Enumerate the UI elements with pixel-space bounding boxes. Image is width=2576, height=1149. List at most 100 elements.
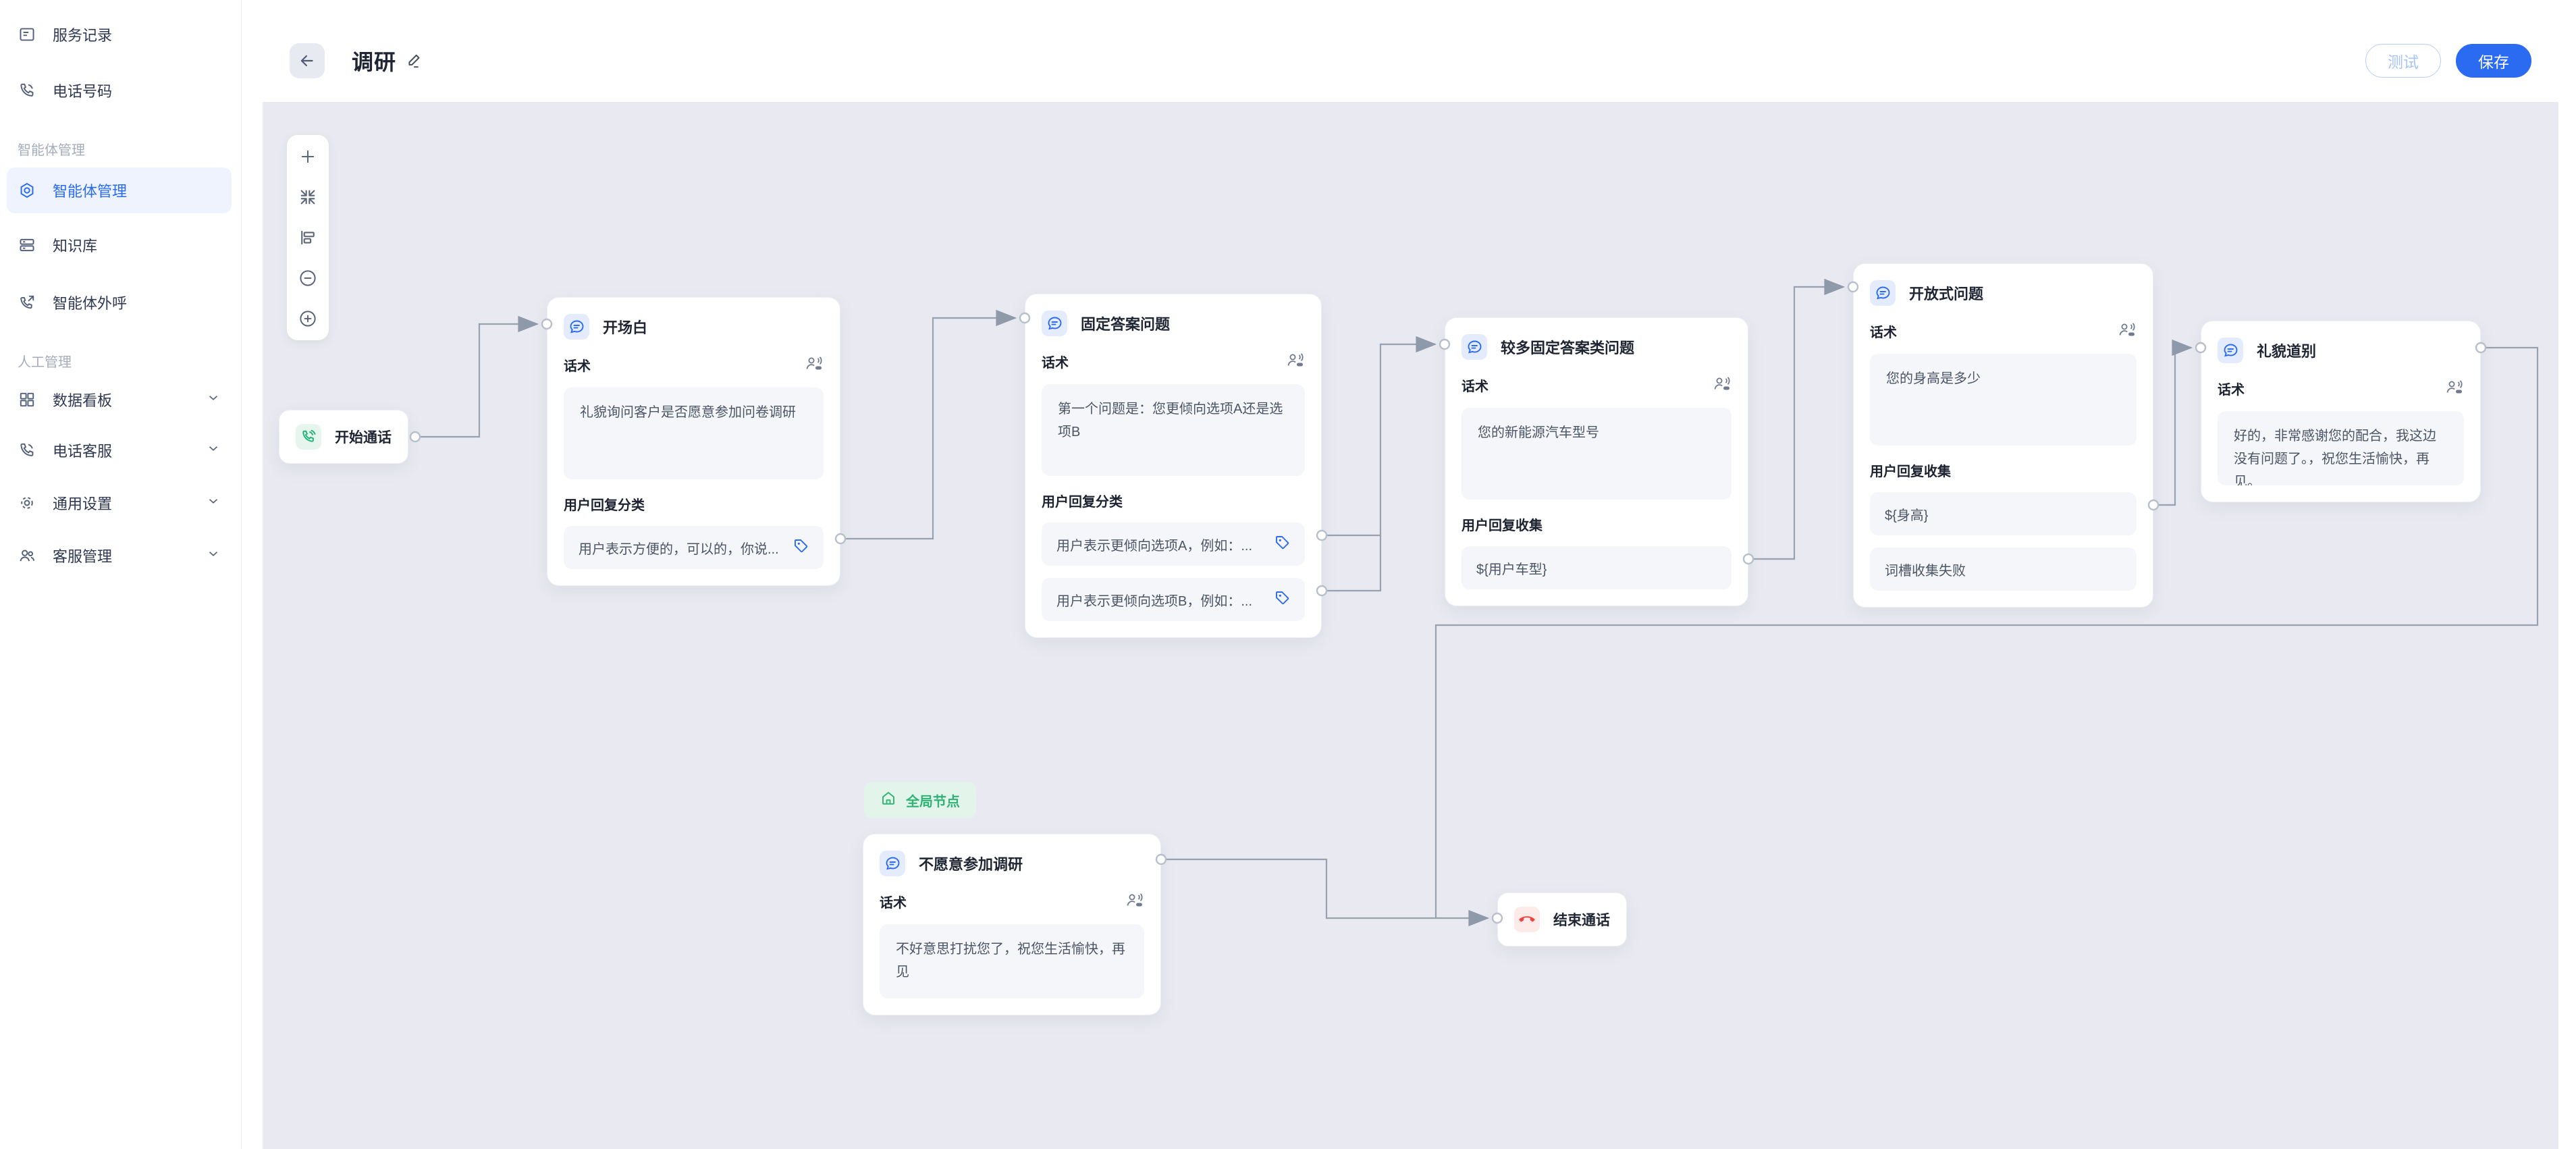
node-header: 礼貌道别	[2218, 338, 2464, 363]
auto-layout-icon[interactable]	[294, 224, 321, 251]
node-fixed-answer[interactable]: 固定答案问题 话术 第一个问题是：您更倾向选项A还是选项B 用户回复分类 用户表…	[1025, 294, 1322, 638]
fit-view-icon[interactable]	[294, 184, 321, 211]
global-node-badge: 全局节点	[864, 782, 976, 818]
edit-title-icon[interactable]	[406, 52, 423, 70]
node-header: 固定答案问题	[1042, 311, 1305, 336]
canvas-toolbar	[287, 135, 329, 340]
sidebar-item-label: 数据看板	[53, 389, 112, 410]
people-icon	[18, 547, 36, 565]
zoom-out-icon[interactable]	[294, 265, 321, 292]
user-voice-icon[interactable]	[1713, 375, 1732, 396]
tag-icon[interactable]	[1274, 589, 1290, 610]
node-title: 开放式问题	[1909, 282, 1983, 304]
node-title: 结束通话	[1553, 909, 1610, 930]
plus-icon[interactable]	[294, 143, 321, 170]
sidebar-item-data-dashboard[interactable]: 数据看板	[7, 377, 232, 423]
node-refuse-survey[interactable]: 不愿意参加调研 话术 不好意思打扰您了，祝您生活愉快，再见	[863, 834, 1161, 1015]
back-button[interactable]	[290, 43, 325, 78]
agent-management-icon	[18, 182, 36, 200]
node-opening[interactable]: 开场白 话术 礼貌询问客户是否愿意参加问卷调研 用户回复分类 用户表示方便的，可…	[547, 297, 840, 586]
sidebar-item-knowledge-base[interactable]: 知识库	[7, 222, 232, 268]
script-label: 话术	[2218, 379, 2245, 398]
sidebar-item-label: 知识库	[53, 234, 97, 256]
flow-edge	[840, 318, 1015, 539]
tag-icon[interactable]	[1274, 534, 1290, 554]
sidebar-item-label: 智能体管理	[53, 180, 127, 201]
test-button[interactable]: 测试	[2365, 44, 2441, 78]
slot-fail-box[interactable]: 词槽收集失败	[1870, 547, 2137, 591]
sidebar-item-label: 智能体外呼	[53, 292, 127, 313]
flow-edge	[415, 324, 537, 437]
gear-icon	[18, 494, 36, 512]
chat-bubble-icon	[880, 851, 905, 876]
node-header: 开场白	[564, 314, 824, 340]
topbar: 调研 测试 保存	[263, 20, 2558, 102]
sidebar-item-agent-management[interactable]: 智能体管理	[7, 167, 232, 213]
node-multi-fixed-answer[interactable]: 较多固定答案类问题 话术 您的新能源汽车型号 用户回复收集 ${用户车型}	[1445, 317, 1748, 606]
connection-port[interactable]	[410, 432, 420, 442]
main-area: 调研 测试 保存	[263, 20, 2558, 1149]
script-text-box[interactable]: 不好意思打扰您了，祝您生活愉快，再见	[880, 924, 1144, 998]
flow-canvas[interactable]: 开始通话 开场白 话术 礼貌询问客户是否愿意参加问卷调研	[263, 102, 2558, 1149]
node-header: 不愿意参加调研	[880, 851, 1144, 876]
user-voice-icon[interactable]	[805, 354, 824, 375]
script-text-box[interactable]: 第一个问题是：您更倾向选项A还是选项B	[1042, 384, 1305, 476]
sidebar-item-staff-management[interactable]: 客服管理	[7, 533, 232, 579]
script-label: 话术	[880, 892, 907, 911]
slot-box[interactable]: ${用户车型}	[1461, 546, 1732, 589]
script-label: 话术	[1870, 321, 1897, 341]
node-end-call[interactable]: 结束通话	[1497, 892, 1627, 946]
tag-icon[interactable]	[793, 537, 809, 558]
sidebar-item-phone-support[interactable]: 电话客服	[7, 427, 232, 473]
save-button[interactable]: 保存	[2456, 44, 2531, 78]
zoom-in-icon[interactable]	[294, 305, 321, 332]
user-voice-icon[interactable]	[2445, 378, 2464, 399]
reply-option[interactable]: 用户表示方便的，可以的，你说...	[564, 526, 824, 569]
node-title: 开场白	[603, 316, 647, 338]
flow-edge	[1748, 287, 1844, 559]
chat-bubble-icon	[1870, 280, 1896, 306]
page-title: 调研	[352, 45, 396, 76]
reply-option-a[interactable]: 用户表示更倾向选项A，例如：...	[1042, 523, 1305, 566]
user-voice-icon[interactable]	[1125, 891, 1144, 912]
script-text-box[interactable]: 礼貌询问客户是否愿意参加问卷调研	[564, 388, 824, 479]
node-header: 开放式问题	[1870, 280, 2137, 306]
knowledge-base-icon	[18, 236, 36, 255]
sidebar-item-label: 客服管理	[53, 545, 112, 566]
chevron-down-icon	[206, 546, 221, 565]
collect-label: 用户回复收集	[1461, 514, 1542, 534]
node-open-question[interactable]: 开放式问题 话术 您的身高是多少 用户回复收集 ${身高} 词槽收集失败	[1853, 263, 2153, 608]
service-records-icon	[18, 26, 36, 44]
sidebar-item-phone-number[interactable]: 电话号码	[7, 68, 232, 113]
sidebar-item-agent-outbound[interactable]: 智能体外呼	[7, 279, 232, 325]
sidebar-item-general-settings[interactable]: 通用设置	[7, 480, 232, 526]
chat-bubble-icon	[564, 314, 589, 340]
node-title: 固定答案问题	[1081, 313, 1170, 334]
node-start-call[interactable]: 开始通话	[279, 410, 408, 464]
home-icon	[880, 790, 896, 810]
slot-box[interactable]: ${身高}	[1870, 492, 2137, 535]
phone-call-icon	[296, 424, 321, 450]
flow-edge	[1161, 859, 1437, 918]
global-node-label: 全局节点	[906, 791, 960, 810]
reply-option-b[interactable]: 用户表示更倾向选项B，例如：...	[1042, 578, 1305, 621]
sidebar-item-service-records[interactable]: 服务记录	[7, 11, 232, 57]
script-label: 话术	[564, 355, 591, 375]
chat-bubble-icon	[1461, 334, 1487, 360]
script-text-box[interactable]: 好的，非常感谢您的配合，我这边没有问题了。，祝您生活愉快，再见。	[2218, 411, 2464, 485]
script-label: 话术	[1461, 375, 1488, 395]
node-farewell[interactable]: 礼貌道别 话术 好的，非常感谢您的配合，我这边没有问题了。，祝您生活愉快，再见。	[2201, 321, 2481, 502]
script-text-box[interactable]: 您的身高是多少	[1870, 354, 2137, 446]
user-voice-icon[interactable]	[1286, 351, 1305, 372]
script-text-box[interactable]: 您的新能源汽车型号	[1461, 408, 1732, 500]
phone-icon	[18, 82, 36, 100]
chevron-down-icon	[206, 390, 221, 409]
chevron-down-icon	[206, 441, 221, 460]
outbound-call-icon	[18, 294, 36, 312]
sidebar-section-agent: 智能体管理	[18, 139, 85, 159]
sidebar-section-manual: 人工管理	[18, 351, 72, 371]
edge-layer	[263, 102, 2558, 1149]
sidebar-item-label: 通用设置	[53, 492, 112, 514]
user-voice-icon[interactable]	[2118, 321, 2137, 342]
node-title: 开始通话	[335, 427, 392, 447]
